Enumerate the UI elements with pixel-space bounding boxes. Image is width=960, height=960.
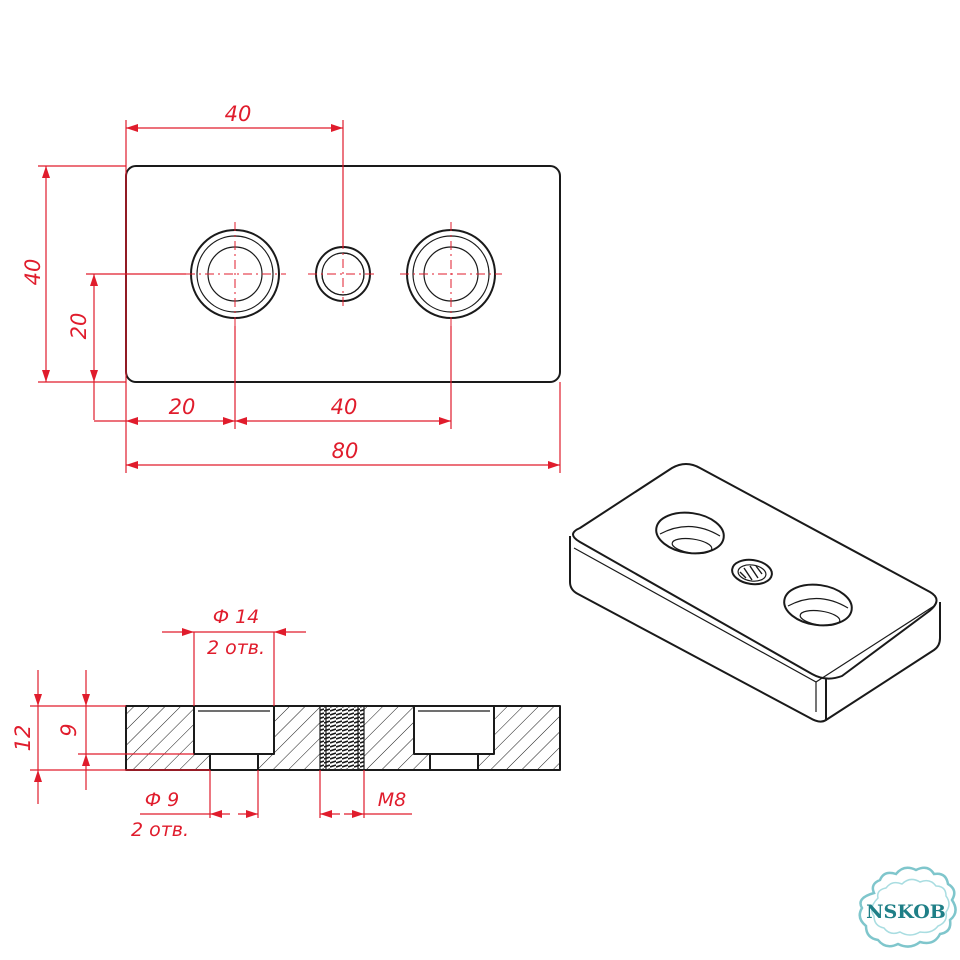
- section-counterbores: [193, 706, 495, 770]
- dim-depth: 9: [57, 723, 81, 736]
- iso-front-face: [569, 536, 827, 723]
- iso-right-face: [825, 602, 941, 721]
- dim-hole-spacing-top: 40: [225, 102, 252, 126]
- iso-threaded-hole: [731, 558, 773, 586]
- isometric-view: [569, 463, 941, 723]
- dim-height: 40: [21, 259, 45, 286]
- section-outline: [125, 705, 561, 771]
- iso-right-hole: [783, 583, 853, 627]
- dim-thickness: 12: [11, 725, 35, 752]
- iso-top-face: [572, 463, 938, 680]
- dim-left-offset: 20: [169, 395, 196, 419]
- iso-left-hole: [655, 511, 725, 555]
- counterbore-diameter: Ф 14: [213, 606, 260, 628]
- thread-size: M8: [378, 789, 406, 811]
- counterbore-count: 2 отв.: [207, 637, 265, 659]
- cloud-badge-icon: [858, 866, 957, 948]
- section-view: Ф 14 2 отв. 12 9 Ф 9 2 отв. M8: [11, 606, 561, 841]
- through-diameter: Ф 9: [145, 789, 179, 811]
- dim-center-height: 20: [67, 313, 91, 340]
- center-lines: [186, 222, 502, 326]
- thread-hatching: [320, 706, 364, 770]
- top-view: 40 40 20 20 40 80: [21, 102, 561, 473]
- dim-width: 80: [332, 439, 359, 463]
- through-count: 2 отв.: [131, 819, 189, 841]
- dim-hole-spacing-bottom: 40: [331, 395, 358, 419]
- extension-lines: [38, 120, 561, 473]
- logo-text: NSKOB: [866, 901, 946, 923]
- logo-badge: NSKOB: [858, 866, 957, 948]
